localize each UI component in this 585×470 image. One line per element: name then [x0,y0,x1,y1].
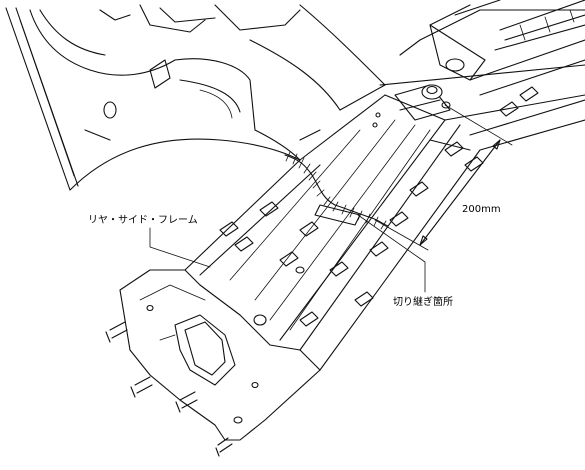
dimension-label: 200mm [462,204,501,215]
callout-cut-location: 切り継ぎ箇所 [357,214,453,308]
rear-side-frame [184,64,585,371]
dimension-200mm: 200mm [374,104,513,251]
rear-floor-panel [399,0,585,96]
rear-end-bracket [105,269,321,457]
part-name-label: リヤ・サイド・フレーム [88,214,198,226]
body-structure [5,4,386,191]
cut-line [284,151,389,230]
cut-location-label: 切り継ぎ箇所 [393,295,453,308]
callout-part-name: リヤ・サイド・フレーム [88,214,211,268]
